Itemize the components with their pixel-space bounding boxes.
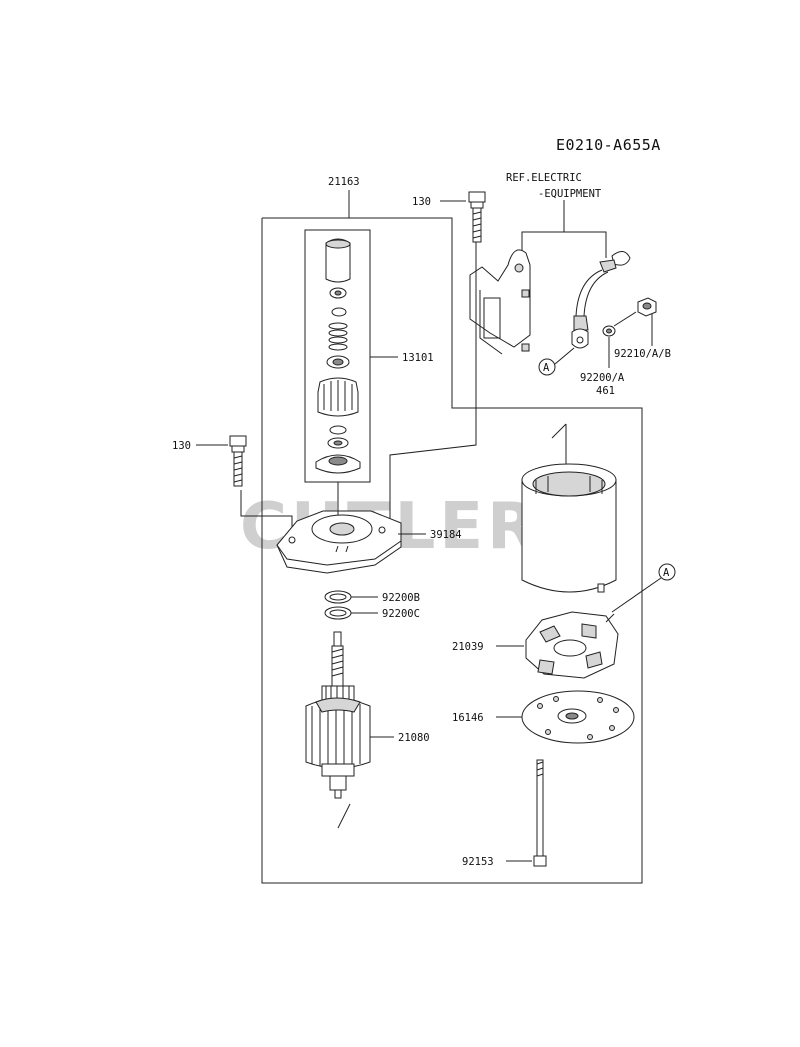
ref-bracket bbox=[521, 231, 607, 260]
callout-label-bottom: A bbox=[663, 567, 670, 579]
callout-circle-top bbox=[538, 358, 556, 376]
leader-callout-top bbox=[554, 347, 575, 365]
assembly-frame bbox=[261, 217, 643, 884]
leader-nut-line bbox=[613, 311, 637, 327]
part-label-92200b[interactable]: 92200B bbox=[382, 592, 420, 604]
bolt-130-left bbox=[229, 435, 247, 487]
end-plate-39184 bbox=[276, 510, 402, 574]
part-label-21163[interactable]: 21163 bbox=[328, 176, 360, 188]
part-label-92153[interactable]: 92153 bbox=[462, 856, 494, 868]
callout-circle-bottom bbox=[658, 563, 676, 581]
axis-mark-armature bbox=[337, 803, 351, 829]
part-label-130-left[interactable]: 130 bbox=[172, 440, 191, 452]
part-label-16146[interactable]: 16146 bbox=[452, 712, 484, 724]
part-label-13101[interactable]: 13101 bbox=[402, 352, 434, 364]
bolt-130-top bbox=[468, 191, 486, 243]
leader-bolt-left-to-plate bbox=[240, 490, 293, 535]
armature-21080 bbox=[305, 631, 371, 799]
brush-holder-21039 bbox=[525, 611, 619, 679]
pinion-drive-parts bbox=[315, 238, 361, 474]
washer-92200c bbox=[324, 606, 352, 620]
part-label-130-top[interactable]: 130 bbox=[412, 196, 431, 208]
part-label-21080[interactable]: 21080 bbox=[398, 732, 430, 744]
through-bolt-92153 bbox=[533, 759, 547, 867]
motor-yoke bbox=[521, 423, 617, 593]
diagram-code: E0210-A655A bbox=[556, 136, 661, 154]
callout-label-top: A bbox=[543, 362, 550, 374]
part-label-21039[interactable]: 21039 bbox=[452, 641, 484, 653]
part-label-92200c[interactable]: 92200C bbox=[382, 608, 420, 620]
part-label-39184[interactable]: 39184 bbox=[430, 529, 462, 541]
battery-cable bbox=[571, 251, 631, 349]
part-label-92200a[interactable]: 92200/A bbox=[580, 372, 625, 384]
washer-92200b bbox=[324, 590, 352, 604]
plate-16146 bbox=[521, 690, 635, 744]
ref-note-line2: -EQUIPMENT bbox=[538, 188, 602, 200]
nut-92210 bbox=[637, 297, 657, 317]
ref-note-line1: REF.ELECTRIC bbox=[506, 172, 582, 184]
mounting-bracket bbox=[469, 249, 531, 355]
part-label-461[interactable]: 461 bbox=[596, 385, 615, 397]
leader-callout-bottom bbox=[611, 577, 662, 613]
part-label-92210[interactable]: 92210/A/B bbox=[614, 348, 671, 360]
washer-92200a bbox=[602, 325, 616, 337]
leader-bolt-plate bbox=[389, 242, 477, 520]
